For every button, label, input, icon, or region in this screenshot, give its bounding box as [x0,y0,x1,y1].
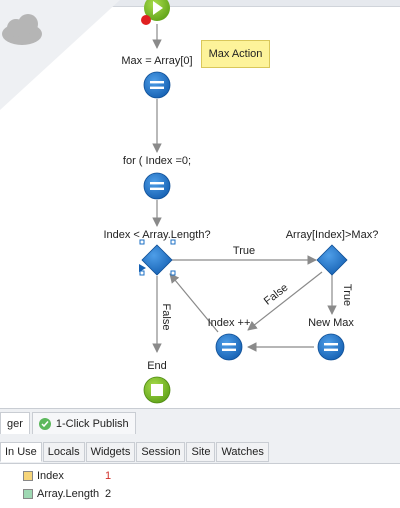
assign-node-for-init[interactable] [143,172,171,200]
node-label-max-assign: Max = Array[0] [121,55,192,67]
check-circle-icon [38,417,51,430]
edge-label-false-diagonal: False [262,282,291,308]
decision-node-length[interactable] [139,239,176,276]
subtab-site[interactable]: Site [186,442,216,462]
subtab-watches[interactable]: Watches [216,442,269,462]
assign-node-new-max[interactable] [317,333,345,361]
tab-debugger-label: ger [7,417,23,430]
decision-node-max[interactable] [316,244,348,276]
end-node[interactable] [143,376,171,404]
subtab-session[interactable]: Session [136,442,186,462]
max-action-callout[interactable]: Max Action [201,40,270,68]
node-label-new-max: New Max [308,317,354,329]
variable-value: 2 [105,488,112,500]
edge-label-true-vertical: True [341,284,353,306]
variable-value: 1 [105,470,112,482]
edge-false-to-inc [247,271,323,331]
subtab-in-use[interactable]: In Use [0,442,42,462]
variable-type-icon [23,471,33,481]
start-node[interactable] [141,0,170,25]
debugger-panel: ger 1-Click Publish In Use Locals Widget… [0,408,400,508]
assign-node-max[interactable] [143,71,171,99]
node-label-cond-max: Array[Index]>Max? [286,229,379,241]
subtab-locals[interactable]: Locals [42,442,85,462]
node-label-cond-length: Index < Array.Length? [103,229,210,241]
edge-inc-to-cond [169,273,219,333]
assign-node-index-inc[interactable] [215,333,243,361]
panel-tab-bar: ger 1-Click Publish [0,412,138,436]
cloud-icon [2,14,42,45]
node-label-index-inc: Index ++ [208,317,251,329]
debugger-subtabs: In Use Locals Widgets Session Site Watch… [0,442,270,464]
canvas-corner-shade [0,0,120,110]
tab-one-click-publish[interactable]: 1-Click Publish [31,412,136,434]
node-label-for-init: for ( Index =0; [123,155,191,167]
variable-name: Array.Length [37,488,100,500]
flow-diagram: Max = Array[0] for ( Index =0; Index < A… [0,0,379,404]
subtab-session-label: Session [141,446,181,458]
variable-row[interactable]: Array.Length 2 [0,486,400,504]
debug-pointer-icon [139,264,146,272]
callout-text: Max Action [208,48,263,60]
variable-list: Index 1 Array.Length 2 [0,463,400,508]
variable-row[interactable]: Index 1 [0,468,400,486]
subtab-widgets[interactable]: Widgets [85,442,136,462]
edge-label-true: True [233,245,255,257]
subtab-locals-label: Locals [47,446,80,458]
canvas-top-strip [0,0,400,7]
edge-label-false-vertical: False [160,304,172,331]
subtab-watches-label: Watches [221,446,264,458]
variable-name: Index [37,470,64,482]
subtab-site-label: Site [191,446,211,458]
node-label-end: End [147,360,167,372]
tab-publish-label: 1-Click Publish [55,417,129,430]
subtab-in-use-label: In Use [5,446,37,458]
variable-type-icon [23,489,33,499]
subtab-widgets-label: Widgets [90,446,131,458]
flow-canvas[interactable]: Max = Array[0] for ( Index =0; Index < A… [0,0,400,408]
tab-debugger[interactable]: ger [0,412,30,434]
